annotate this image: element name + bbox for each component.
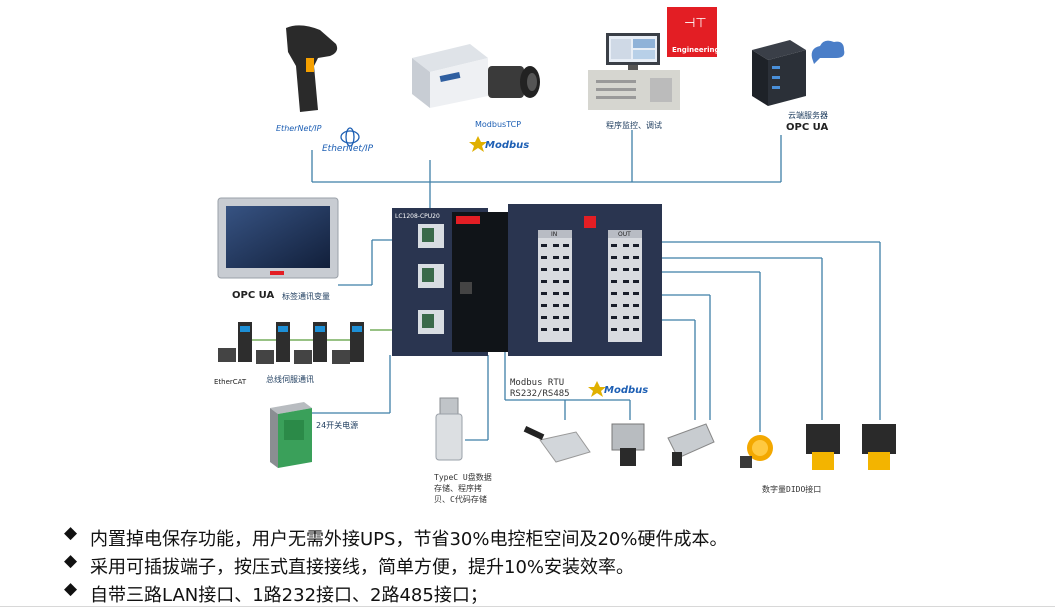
server-label: 云端服务器 xyxy=(788,111,828,120)
servo-drives-icon xyxy=(218,322,364,364)
footer-divider xyxy=(0,606,1055,607)
engineering-pc-icon xyxy=(588,33,680,110)
encoder-module-icon xyxy=(611,423,645,466)
ethernetip-logo-text: EtherNet/IP xyxy=(322,144,374,154)
hmi-label: 标签通讯变量 xyxy=(282,292,330,301)
opcua-top-text: OPC UA xyxy=(786,122,828,133)
usb-label-line-2: 存储、程序拷 xyxy=(434,484,482,493)
limit-switch-icon xyxy=(667,423,715,466)
ethercat-text: EtherCAT xyxy=(214,378,247,386)
relay-1-icon xyxy=(806,424,840,470)
servo-label: 总线伺服通讯 xyxy=(266,375,314,384)
barcode-scanner-icon xyxy=(286,25,338,112)
modbus-rtu-line-2: RS232/RS485 xyxy=(510,389,570,399)
plc-model-text: LC1208-CPU20 xyxy=(395,213,440,220)
hmi-opcua-text: OPC UA xyxy=(232,290,274,301)
diamond-bullet-icon: ◆ xyxy=(64,579,78,599)
plc-in-label: IN xyxy=(551,231,557,238)
plc-io-modules: IN OUT xyxy=(508,204,662,356)
engineering-software-icon: ⊣⊤ Engineering xyxy=(667,7,720,57)
camera-label: ModbusTCP xyxy=(475,120,522,129)
scanner-label: EtherNet/IP xyxy=(276,124,322,133)
sensor-module-icon xyxy=(523,426,591,463)
hmi-touchscreen-icon xyxy=(217,197,339,279)
plc-out-label: OUT xyxy=(618,231,631,238)
cloud-server-icon xyxy=(752,40,806,106)
modbus-logo-bottom-icon xyxy=(588,381,606,397)
ethernetip-logo-icon: EtherNet/IP xyxy=(322,127,374,154)
modbus-logo-top-icon xyxy=(469,136,487,152)
usb-label-line-3: 贝、C代码存储 xyxy=(434,495,487,504)
psu-label: 24开关电源 xyxy=(316,421,359,430)
diamond-bullet-icon: ◆ xyxy=(64,523,78,543)
diamond-bullet-icon: ◆ xyxy=(64,551,78,571)
usb-label-line-1: TypeC U盘数据 xyxy=(434,473,492,482)
feature-text: 内置掉电保存功能，用户无需外接UPS，节省30%电控柜空间及20%硬件成本。 xyxy=(90,529,728,550)
modbus-rtu-line-1: Modbus RTU xyxy=(510,378,565,388)
power-supply-icon xyxy=(270,402,312,468)
plc-cpu-module: LC1208-CPU20 xyxy=(392,208,508,356)
dido-label: 数字量DIDO接口 xyxy=(762,485,822,494)
relay-2-icon xyxy=(862,424,896,470)
modbus-logo-top-text: Modbus xyxy=(485,140,529,151)
modbus-logo-bottom-text: Modbus xyxy=(604,385,648,396)
svg-text:⊣⊤: ⊣⊤ xyxy=(684,16,707,31)
modbus-rtu-label: Modbus RTU RS232/RS485 xyxy=(510,378,570,400)
engineering-label: Engineering xyxy=(672,46,720,54)
cloud-icon xyxy=(811,40,845,64)
pc-label: 程序监控、调试 xyxy=(606,121,662,130)
usb-label: TypeC U盘数据 存储、程序拷 贝、C代码存储 xyxy=(434,472,492,505)
indicator-lamp-icon xyxy=(740,435,773,468)
feature-text: 采用可插拔端子，按压式直接接线，简单方便，提升10%安装效率。 xyxy=(90,557,635,578)
industrial-camera-icon xyxy=(412,44,540,108)
usb-drive-icon xyxy=(435,397,463,461)
feature-text: 自带三路LAN接口、1路232接口、2路485接口； xyxy=(90,585,488,606)
